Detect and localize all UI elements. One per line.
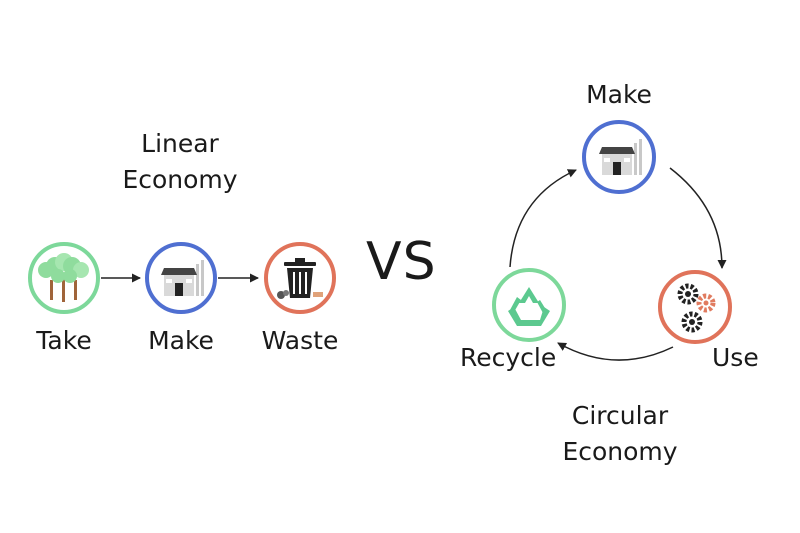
arrow-use-recycle: [557, 342, 674, 361]
make-node-circular: [582, 120, 656, 194]
recycle-icon: [508, 287, 550, 326]
trash-bin-icon: [277, 258, 323, 299]
vs-text: VS: [366, 232, 437, 292]
make-node-linear: [145, 242, 217, 314]
trees-icon: [38, 253, 89, 302]
take-node: [28, 242, 100, 314]
use-node: [658, 270, 732, 344]
factory-icon: [599, 139, 642, 175]
circular-title-line2: Economy: [562, 437, 678, 466]
circular-economy-title: Circular Economy: [540, 398, 700, 470]
linear-title-line2: Economy: [122, 165, 238, 194]
use-label: Use: [712, 343, 759, 372]
arrow-recycle-make: [509, 169, 577, 268]
linear-economy-title: Linear Economy: [110, 126, 250, 198]
linear-title-line1: Linear: [141, 129, 219, 158]
waste-node: [264, 242, 336, 314]
take-label: Take: [36, 326, 92, 355]
waste-label: Waste: [261, 326, 339, 355]
recycle-label: Recycle: [460, 343, 557, 372]
factory-icon: [161, 260, 204, 296]
arrow-make-use: [669, 167, 727, 269]
gears-icon: [677, 283, 716, 333]
make-label-circular: Make: [586, 80, 652, 109]
make-label-linear: Make: [148, 326, 214, 355]
recycle-node: [492, 268, 566, 342]
circular-title-line1: Circular: [571, 401, 669, 430]
